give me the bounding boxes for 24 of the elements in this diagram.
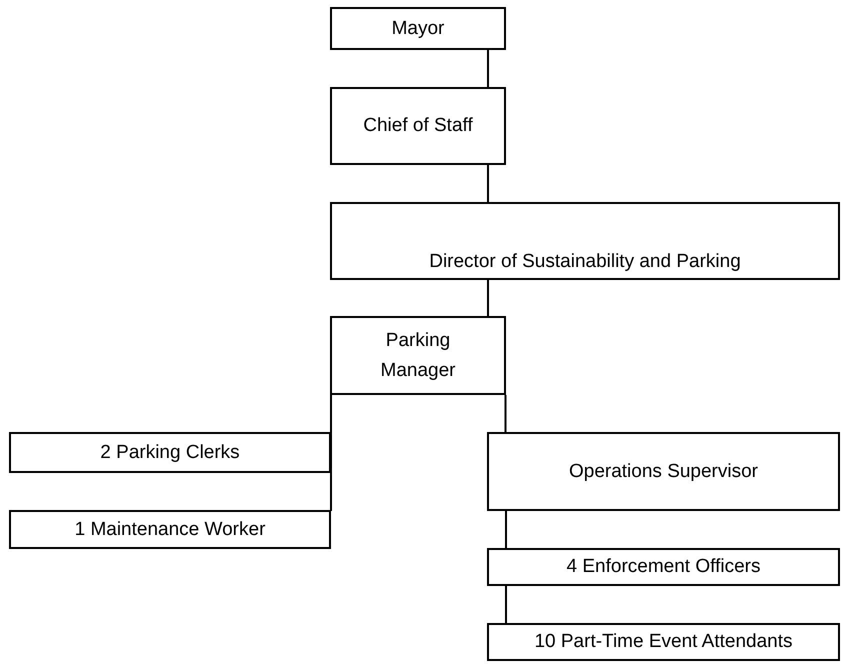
role-title: Chief of Staff — [363, 114, 473, 138]
org-box — [487, 432, 840, 511]
connector-line — [487, 280, 489, 316]
org-box — [487, 623, 840, 661]
connector-line — [487, 50, 489, 87]
org-box — [9, 432, 331, 473]
org-box — [487, 548, 840, 586]
role-title: Mayor — [392, 16, 444, 41]
org-box — [330, 87, 506, 165]
role-title: 1 Maintenance Worker — [74, 518, 266, 542]
role-title: Operations Supervisor — [568, 460, 758, 484]
role-title: Parking Manager — [380, 329, 456, 382]
connector-line — [505, 511, 507, 548]
role-title: 4 Enforcement Officers — [566, 555, 760, 580]
org-box — [9, 510, 331, 549]
org-box — [330, 7, 506, 50]
connector-line — [505, 586, 507, 623]
org-box — [330, 316, 506, 395]
org-box — [330, 202, 840, 280]
role-title: 2 Parking Clerks — [100, 440, 240, 465]
role-title: Director of Sustainability and Parking — [429, 250, 741, 274]
role-title: 10 Part-Time Event Attendants — [534, 630, 793, 654]
connector-line — [504, 395, 506, 432]
connector-line — [487, 165, 489, 202]
